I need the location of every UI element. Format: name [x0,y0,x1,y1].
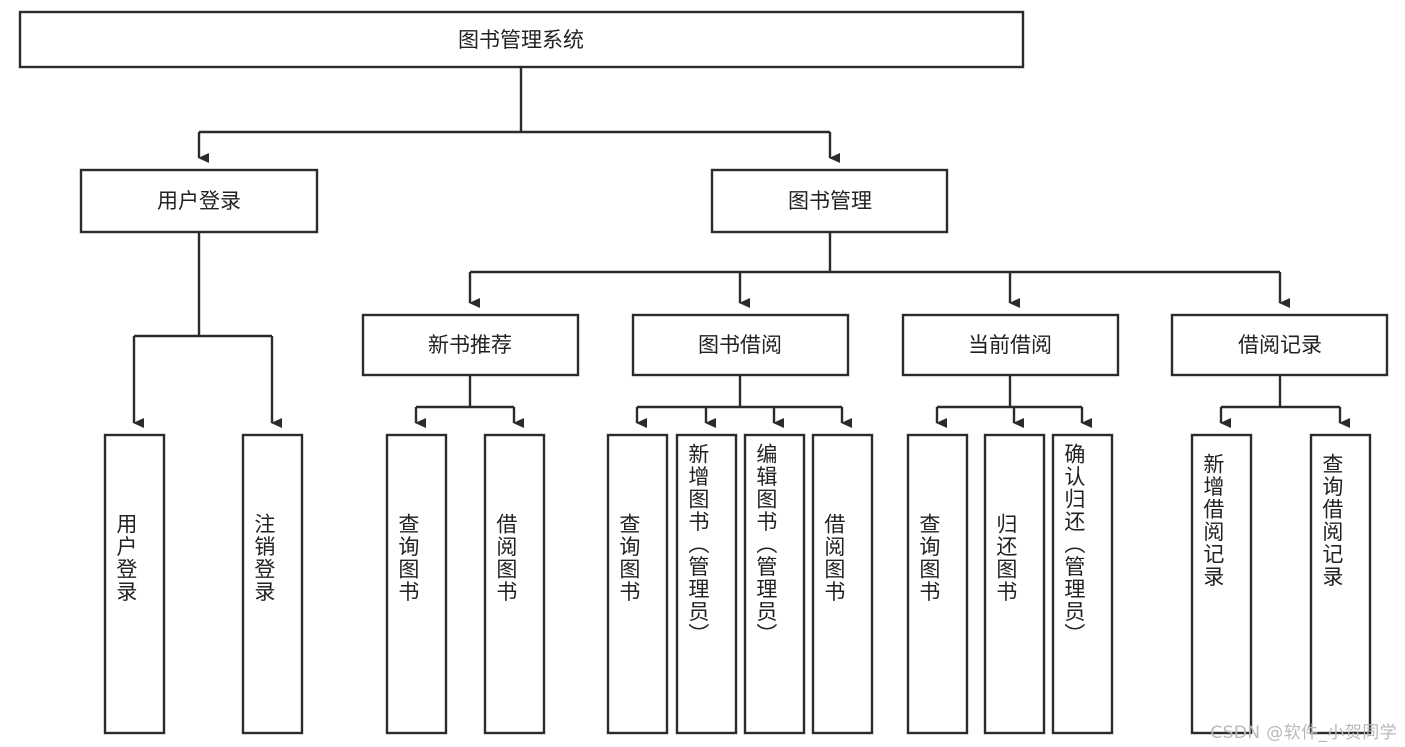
node-book-borrow[interactable]: 图书借阅 [631,313,850,377]
connectors-root-to-level2 [197,67,840,163]
node-leaf-add-record-box[interactable] [1190,433,1253,735]
node-book-manage-box[interactable] [710,168,949,234]
connectors-current-borrow-to-leaves [935,375,1092,428]
csdn-watermark: CSDN @软件_小贺同学 [1210,723,1397,743]
node-user-login-label: 用户登录 [157,189,241,213]
node-leaf-logout-box[interactable] [241,433,304,735]
node-root-label: 图书管理系统 [458,28,584,52]
node-book-manage-label: 图书管理 [788,189,872,213]
node-leaf-add-book-box[interactable] [675,433,738,735]
node-leaf-confirm-return-box[interactable] [1051,433,1114,735]
node-current-borrow-box[interactable] [901,313,1120,377]
node-new-book-rec-label: 新书推荐 [428,333,512,357]
node-new-book-rec[interactable]: 新书推荐 [361,313,580,377]
node-user-login[interactable]: 用户登录 [79,168,319,234]
leaf-boxes [103,433,1372,735]
node-leaf-borrow-book-2-box[interactable] [811,433,874,735]
node-user-login-box[interactable] [79,168,319,234]
node-book-borrow-box[interactable] [631,313,850,377]
connectors-book-manage-to-level3 [468,232,1290,308]
node-current-borrow-label: 当前借阅 [968,333,1052,357]
connectors-book-borrow-to-leaves [635,375,852,428]
node-borrow-record-box[interactable] [1170,313,1389,377]
node-new-book-rec-box[interactable] [361,313,580,377]
node-book-manage[interactable]: 图书管理 [710,168,949,234]
node-leaf-query-book-3-box[interactable] [906,433,969,735]
node-leaf-borrow-book-1-box[interactable] [483,433,546,735]
connectors-user-login-to-leaves [132,232,282,428]
connectors-borrow-record-to-leaves [1219,375,1350,428]
node-book-borrow-label: 图书借阅 [698,333,782,357]
node-root[interactable]: 图书管理系统 [18,10,1025,69]
node-leaf-query-book-1-box[interactable] [385,433,448,735]
node-leaf-edit-book-box[interactable] [743,433,806,735]
node-leaf-user-login-box[interactable] [103,433,166,735]
node-borrow-record[interactable]: 借阅记录 [1170,313,1389,377]
node-borrow-record-label: 借阅记录 [1238,333,1322,357]
node-leaf-query-record-box[interactable] [1309,433,1372,735]
node-root-box[interactable] [18,10,1025,69]
node-current-borrow[interactable]: 当前借阅 [901,313,1120,377]
node-leaf-query-book-2-box[interactable] [606,433,669,735]
node-leaf-return-book-box[interactable] [983,433,1046,735]
connectors-new-book-rec-to-leaves [414,375,524,428]
